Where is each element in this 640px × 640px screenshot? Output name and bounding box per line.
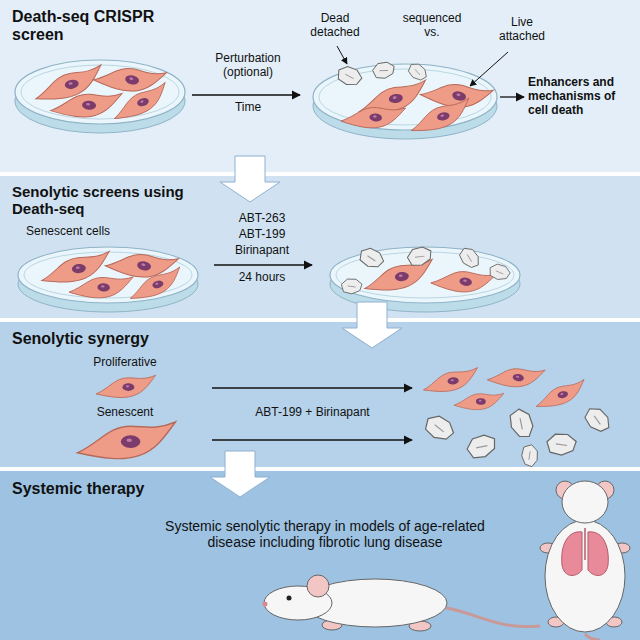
panel-band: Death-seq CRISPR screenPerturbation (opt… [0, 0, 640, 172]
annotation-label: Senescent cells [26, 225, 156, 239]
annotation-label: Senescent [75, 406, 175, 420]
cells [40, 244, 186, 301]
flow-arrow [220, 156, 280, 202]
panel-heading: Senolytic screens using Death-seq [12, 183, 197, 218]
annotation-label: ABT-263 [222, 212, 302, 226]
mouse-supine [540, 481, 630, 640]
annotation-label: Live attached [490, 16, 554, 44]
annotation-label: sequenced vs. [396, 12, 468, 40]
petri-dish [15, 60, 185, 133]
annotation-label: Systemic senolytic therapy in models of … [140, 518, 510, 550]
annotation-label: ABT-199 [222, 228, 302, 242]
cells [341, 243, 511, 298]
panel-heading: Systemic therapy [12, 480, 192, 498]
annotation-label: ABT-199 + Birinapant [215, 406, 410, 420]
panel-heading: Senolytic synergy [12, 330, 192, 348]
petri-dish [330, 247, 520, 312]
panel-band: Systemic therapySystemic senolytic thera… [0, 471, 640, 640]
annotation-label: Perturbation (optional) [203, 52, 293, 80]
panel-band: Senolytic synergyProliferativeSenescent A… [0, 322, 640, 467]
cells [77, 375, 175, 458]
cells [32, 58, 172, 122]
petri-dish [18, 247, 198, 312]
panel-band: Senolytic screens using Death-seqSenesce… [0, 176, 640, 318]
petri-dish [313, 64, 497, 139]
annotation-label: Birinapant [222, 244, 302, 258]
leader-line [337, 46, 524, 97]
annotation-label: Enhancers and mechanisms of cell death [528, 76, 636, 117]
annotation-label: Dead detached [305, 12, 365, 40]
time-arrow [192, 95, 300, 96]
flow-arrow [342, 302, 402, 348]
treatment-arrow [214, 265, 312, 266]
treatment-arrow [212, 388, 412, 440]
annotation-label: Time [213, 101, 283, 115]
panel-heading: Death-seq CRISPR screen [12, 8, 162, 45]
annotation-label: 24 hours [222, 271, 302, 285]
flow-arrow [210, 451, 270, 497]
cells [337, 59, 494, 135]
annotation-label: Proliferative [75, 356, 175, 370]
mouse [263, 575, 541, 631]
cells [422, 362, 615, 468]
